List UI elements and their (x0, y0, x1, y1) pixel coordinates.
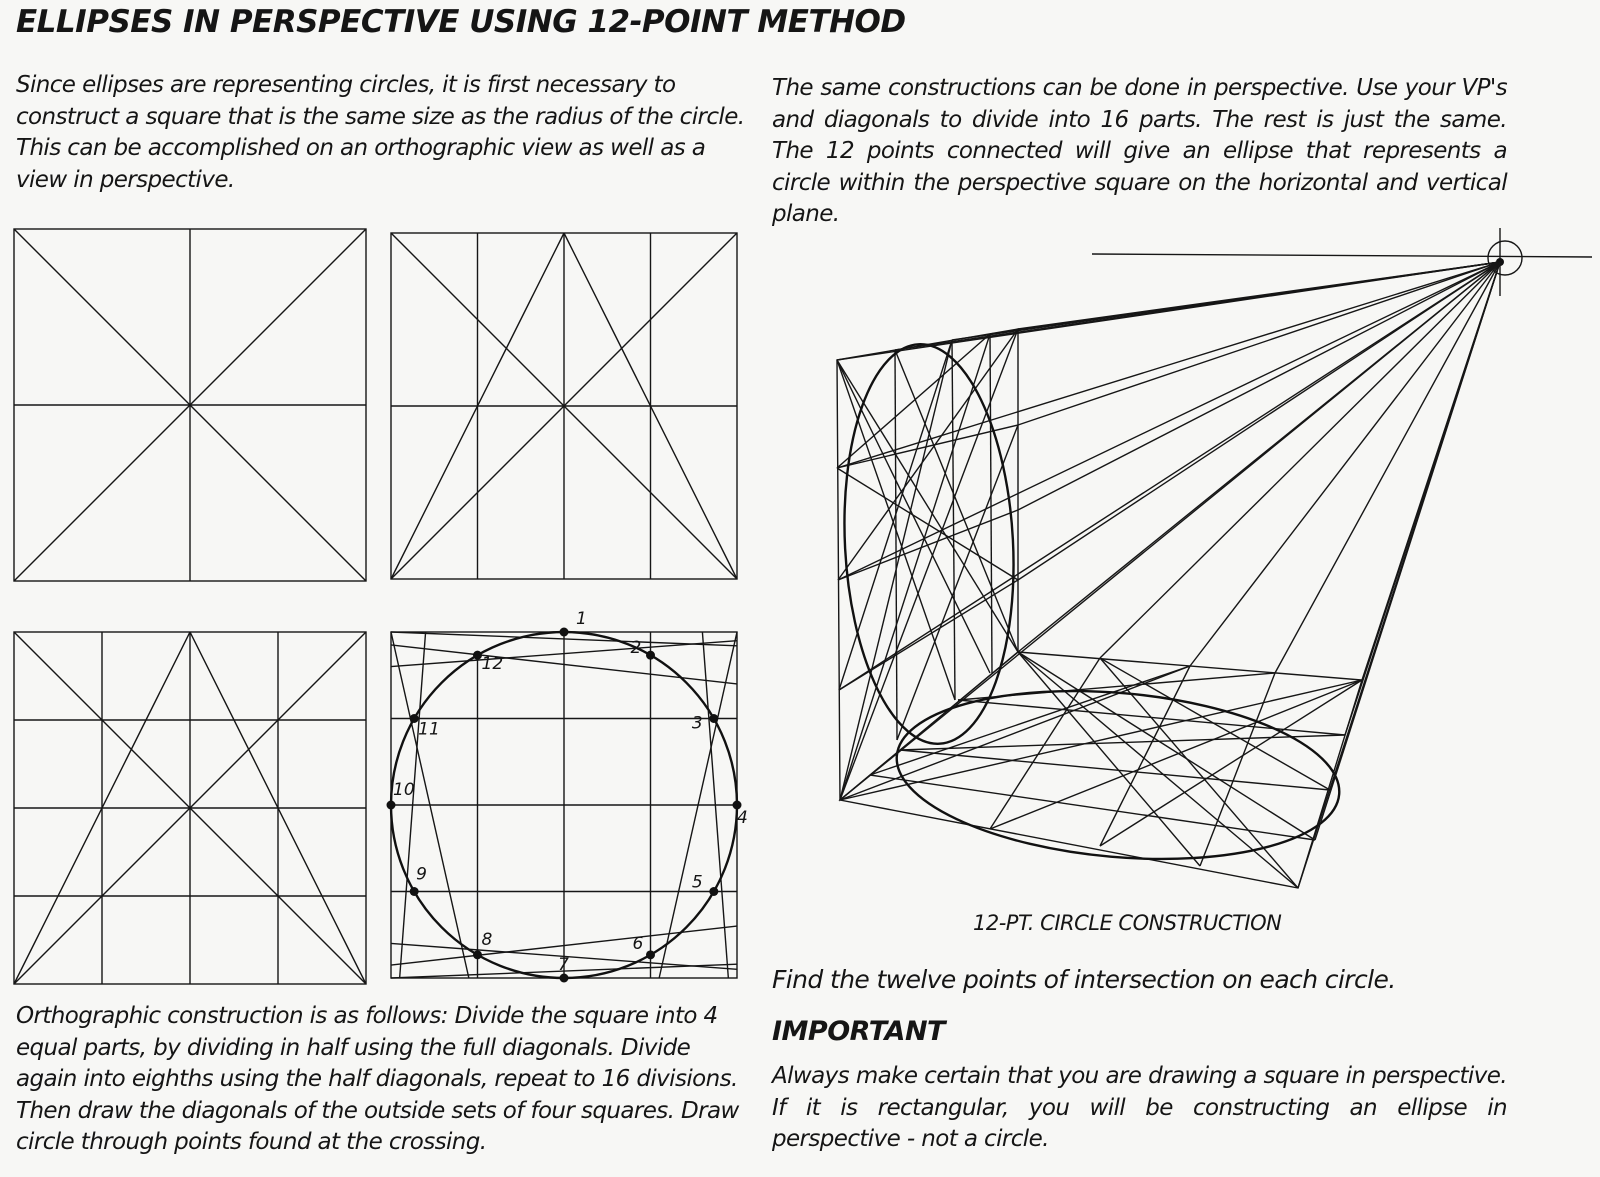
construction-line (836, 467, 1019, 581)
point-label: 9 (416, 865, 427, 885)
point-label: 1 (576, 609, 587, 629)
intersection-point (473, 950, 482, 960)
construction-line (989, 657, 1101, 830)
vanishing-line (837, 261, 1501, 581)
construction-line (1099, 679, 1363, 847)
important-heading: IMPORTANT (772, 1016, 945, 1047)
intro-left-paragraph: Since ellipses are representing circles,… (16, 72, 745, 193)
vanishing-line (1017, 261, 1501, 511)
construction-line (390, 232, 738, 580)
construction-line (563, 232, 738, 580)
construction-line (189, 631, 367, 985)
construction-line (894, 349, 898, 741)
intersection-point (386, 800, 396, 810)
construction-line (836, 359, 991, 674)
point-label: 2 (631, 638, 642, 658)
construction-line (701, 631, 730, 979)
orthographic-instructions: Orthographic construction is as follows:… (16, 1003, 739, 1155)
construction-line (951, 339, 956, 701)
orthographic-step-2-diagram (390, 232, 738, 580)
point-label: 11 (418, 720, 440, 740)
page-title: ELLIPSES IN PERSPECTIVE USING 12-POINT M… (16, 4, 906, 40)
construction-line (989, 333, 993, 674)
construction-line (390, 232, 565, 580)
construction-line (658, 631, 738, 979)
construction-line (839, 339, 953, 801)
find-points-instruction: Find the twelve points of intersection o… (772, 965, 1396, 994)
vanishing-line (838, 261, 1501, 691)
construction-line (390, 963, 738, 979)
vanishing-line (1017, 261, 1501, 653)
construction-line (13, 631, 367, 985)
point-label: 7 (558, 955, 569, 975)
intersection-point (559, 627, 569, 637)
construction-line (989, 679, 1363, 830)
intersection-point (409, 714, 419, 723)
construction-line (1017, 651, 1316, 841)
vanishing-line (836, 261, 1501, 469)
intersection-point (732, 800, 742, 810)
construction-line (1099, 657, 1331, 791)
important-note: Always make certain that you are drawing… (772, 1063, 1508, 1152)
vertical-ellipse (843, 343, 1015, 745)
point-label: 6 (633, 934, 644, 954)
intersection-point (409, 887, 419, 896)
orthographic-step-3-diagram (13, 631, 367, 985)
construction-line (839, 328, 1019, 801)
intersection-point (559, 973, 569, 983)
vanishing-line (1017, 261, 1501, 426)
construction-line (390, 942, 738, 971)
point-label: 12 (482, 654, 504, 674)
construction-line (390, 631, 738, 647)
intro-right-paragraph: The same constructions can be done in pe… (772, 75, 1508, 227)
vanishing-line (1297, 261, 1501, 889)
construction-line (390, 639, 738, 668)
construction-line (836, 359, 956, 701)
perspective-circle-diagram (836, 228, 1593, 889)
construction-line (836, 424, 1019, 469)
vanishing-line (1017, 261, 1501, 330)
intersection-point (473, 650, 482, 660)
point-label: 10 (393, 780, 415, 800)
construction-line (1099, 657, 1299, 889)
construction-line (839, 333, 991, 801)
construction-line (839, 679, 1363, 801)
intersection-point (709, 887, 719, 896)
construction-line (390, 631, 470, 979)
construction-line (1099, 665, 1191, 847)
construction-line (837, 328, 1019, 581)
diagram-caption: 12-PT. CIRCLE CONSTRUCTION (973, 911, 1282, 935)
vanishing-line (1274, 261, 1501, 674)
construction-line (869, 665, 1191, 776)
point-label: 3 (692, 714, 703, 734)
construction-line (894, 349, 1019, 653)
vanishing-line (1017, 261, 1501, 581)
vanishing-line (1189, 261, 1501, 667)
intersection-point (709, 714, 719, 723)
construction-line (1017, 651, 1299, 889)
horizon-line (1091, 253, 1593, 258)
intersection-point (646, 950, 655, 960)
orthographic-step-1-diagram (13, 228, 367, 582)
point-label: 8 (482, 930, 493, 950)
construction-line (836, 333, 991, 469)
construction-line (896, 424, 1019, 741)
construction-line (1199, 672, 1276, 867)
point-label: 4 (737, 808, 748, 828)
construction-line (13, 631, 191, 985)
intersection-point (646, 650, 655, 660)
construction-line (899, 749, 1331, 791)
vanishing-line (1099, 261, 1501, 659)
construction-line (398, 631, 427, 979)
horizontal-ellipse (895, 689, 1341, 861)
vanishing-point-marker (1487, 240, 1523, 276)
construction-line (13, 228, 367, 582)
construction-line (839, 665, 1191, 801)
construction-line (836, 359, 1019, 653)
point-label: 5 (692, 873, 703, 893)
construction-line (1017, 651, 1201, 867)
construction-line (869, 774, 1316, 841)
